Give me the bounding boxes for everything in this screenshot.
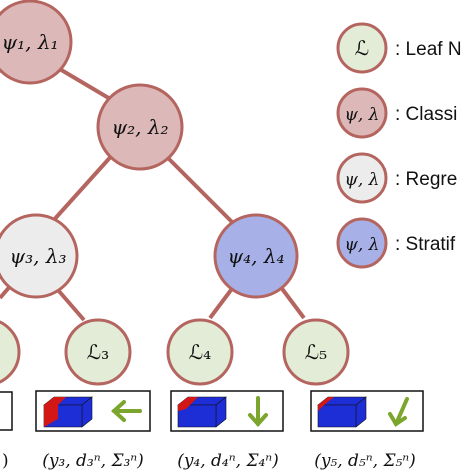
legend-regression-symbol: ψ, λ	[345, 170, 380, 190]
legend-classification-symbol: ψ, λ	[345, 105, 380, 125]
legend-classification-swatch	[336, 87, 388, 139]
leaf-4-label: ℒ₄	[189, 340, 211, 364]
node-2-label: ψ₂, λ₂	[111, 115, 168, 139]
output-5: (y₅, d₅ⁿ, Σ₅ⁿ)	[310, 390, 424, 471]
leaf-4: ℒ₄	[166, 318, 234, 386]
output-3: (y₃, d₃ⁿ, Σ₃ⁿ)	[35, 390, 151, 471]
output-partial-tuple-end: )	[2, 451, 9, 471]
legend-regression-text: : Regre	[395, 169, 457, 190]
classification-node-2	[96, 83, 184, 171]
leaf-node-3	[64, 318, 132, 386]
leaf-5: ℒ₅	[282, 318, 350, 386]
legend-stratification-text: : Stratif	[395, 234, 456, 255]
regression-node-3	[0, 213, 79, 299]
legend-item-regression: ψ, λ : Regre	[336, 152, 457, 204]
legend-leaf-swatch	[336, 22, 388, 74]
legend-stratification-swatch	[336, 217, 388, 269]
edge-n2-n3	[50, 150, 117, 224]
output-4: (y₄, d₄ⁿ, Σ₄ⁿ)	[170, 390, 284, 471]
legend-stratification-symbol: ψ, λ	[345, 235, 380, 255]
legend-leaf-text: : Leaf N	[395, 39, 462, 60]
partial-leaf-node-left	[0, 320, 21, 384]
arrow-down-icon	[248, 396, 268, 428]
node-4-label: ψ₄, λ₄	[227, 244, 284, 268]
leaf-node-4	[166, 318, 234, 386]
tree-edges	[0, 66, 306, 322]
stratification-node-4	[213, 213, 299, 299]
output-boxes: ) (y₃, d₃ⁿ, Σ₃ⁿ)	[0, 390, 424, 471]
output-box-partial	[0, 391, 13, 431]
edge-n1-n2	[56, 66, 114, 102]
legend-regression-swatch	[336, 152, 388, 204]
cube-icon	[43, 396, 93, 428]
node-2: ψ₂, λ₂	[96, 83, 184, 171]
edge-n3-leaf3	[56, 288, 86, 322]
edge-n4-leaf4	[208, 284, 236, 320]
cube-icon	[177, 396, 227, 428]
edge-n2-n4	[162, 152, 236, 226]
cube-icon	[317, 396, 367, 428]
output-4-tuple: (y₄, d₄ⁿ, Σ₄ⁿ)	[177, 451, 279, 471]
node-1: ψ₁, λ₁	[0, 0, 73, 85]
classification-node-1	[0, 0, 73, 85]
leaf-3-label: ℒ₃	[87, 340, 109, 364]
edge-n4-leaf5	[278, 284, 306, 320]
legend: ℒ : Leaf N ψ, λ : Classi ψ, λ : Regre ψ,…	[336, 22, 462, 269]
legend-item-leaf: ℒ : Leaf N	[336, 22, 462, 74]
legend-classification-text: : Classi	[395, 104, 457, 125]
leaf-3: ℒ₃	[64, 318, 132, 386]
node-4: ψ₄, λ₄	[213, 213, 299, 299]
node-3-label: ψ₃, λ₃	[9, 244, 66, 268]
legend-leaf-symbol: ℒ	[355, 36, 369, 60]
output-5-tuple: (y₅, d₅ⁿ, Σ₅ⁿ)	[314, 451, 416, 471]
arrow-left-icon	[111, 400, 142, 422]
legend-item-stratification: ψ, λ : Stratif	[336, 217, 456, 269]
legend-item-classification: ψ, λ : Classi	[336, 87, 457, 139]
node-3: ψ₃, λ₃	[0, 213, 79, 299]
leaf-node-5	[282, 318, 350, 386]
output-3-tuple: (y₃, d₃ⁿ, Σ₃ⁿ)	[42, 451, 144, 471]
leaf-5-label: ℒ₅	[305, 340, 327, 364]
arrow-down-left-icon	[388, 397, 409, 427]
node-1-label: ψ₁, λ₁	[1, 30, 58, 54]
